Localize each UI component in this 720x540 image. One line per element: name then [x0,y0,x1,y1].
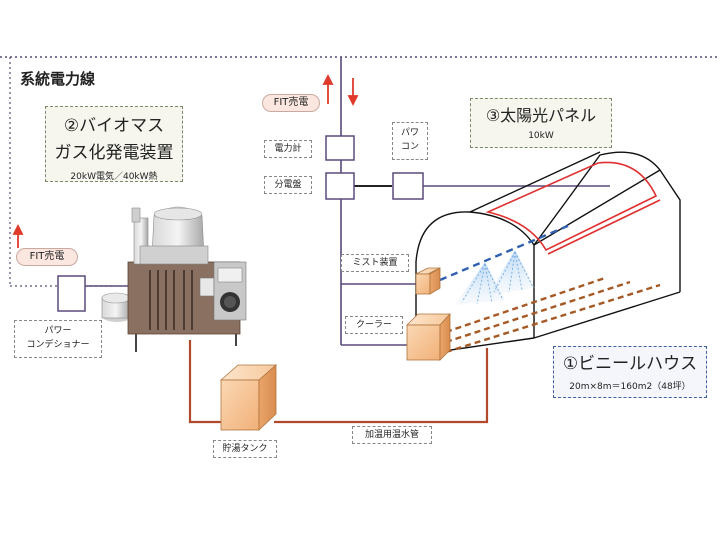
greenhouse-spec: 20m×8m＝160m2（48坪） [569,382,691,392]
biomass-title-line1: ②バイオマス [63,116,165,136]
cooler-label: クーラー [345,316,403,334]
cooler-box [406,312,451,361]
biomass-title-line2: ガス化発電装置 [54,143,174,163]
fit-sale-top: FIT売電 [262,94,320,112]
greenhouse-label-box: ①ビニールハウス 20m×8m＝160m2（48坪） [553,346,707,398]
heating-pipes [445,276,661,354]
meter-label: 電力計 [264,140,312,158]
solar-label-box: ③太陽光パネル 10kW [470,98,612,148]
tank-label: 貯湯タンク [213,440,277,458]
greenhouse-title: ①ビニールハウス [562,354,698,374]
biomass-spec: 20kW電気／40kW熱 [70,172,158,182]
fit-arrows [12,73,359,248]
power-conditioner-short-line2: コン [400,142,419,152]
mist-line [439,223,571,305]
distribution-label: 分電盤 [264,176,312,194]
storage-tank-box [219,364,278,431]
solar-spec: 10kW [528,131,554,141]
left-conditioner-box [57,275,86,312]
biomass-gasifier-machine [101,206,247,352]
fit-sale-left: FIT売電 [16,248,78,266]
power-conditioner-box [392,172,424,200]
mist-device-box [415,267,441,295]
grid-title: 系統電力線 [20,70,96,88]
power-conditioner-line1: パワー [44,326,72,336]
power-conditioner-line2: コンデショナー [26,340,90,350]
power-conditioner-label: パワー コンデショナー [14,320,102,358]
distribution-box [325,172,355,200]
main-wire [85,57,610,346]
pipe-label: 加温用温水管 [352,426,432,444]
biomass-label-box: ②バイオマス ガス化発電装置 20kW電気／40kW熱 [45,106,183,182]
mist-label: ミスト装置 [341,254,409,272]
power-conditioner-short-label: パワ コン [392,122,428,160]
hot-water-pipe [188,340,489,424]
solar-panels [485,161,661,255]
solar-title: ③太陽光パネル [485,106,597,125]
power-conditioner-short-line1: パワ [400,128,419,138]
meter-box [325,135,355,161]
